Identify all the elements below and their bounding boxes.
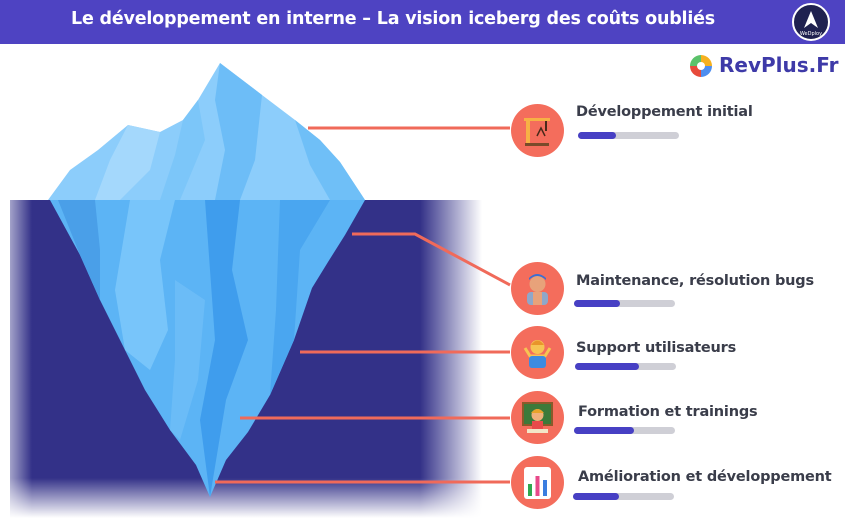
- item-label-improvement: Amélioration et développement: [578, 469, 832, 485]
- teacher-icon: [511, 391, 564, 444]
- level-fill-development: [578, 132, 617, 139]
- level-bar-support: [575, 363, 676, 370]
- wedploy-logo-text: WeDploy: [799, 31, 823, 37]
- iceberg-underwater: [50, 200, 365, 497]
- level-bar-training: [574, 427, 675, 434]
- level-fill-support: [575, 363, 639, 370]
- arrow-up-icon: [804, 11, 818, 28]
- connector-lines: [215, 126, 511, 484]
- item-label-support: Support utilisateurs: [576, 340, 737, 356]
- mechanic-icon: [511, 262, 564, 315]
- brand-name: RevPlus.Fr: [719, 53, 839, 77]
- level-fill-training: [574, 427, 634, 434]
- brand-mark-icon: [690, 55, 712, 77]
- level-bar-improvement: [573, 493, 674, 500]
- iceberg-tip: [48, 63, 365, 200]
- crane-icon: [511, 104, 564, 157]
- item-label-maintenance: Maintenance, résolution bugs: [576, 273, 814, 289]
- level-bar-development: [578, 132, 679, 139]
- connector-line-2: [352, 232, 511, 287]
- bar-chart-icon: [511, 456, 564, 509]
- shrugging-person-icon: [511, 326, 564, 379]
- item-label-training: Formation et trainings: [578, 404, 758, 420]
- wedploy-logo: WeDploy: [792, 3, 830, 41]
- item-label-development: Développement initial: [576, 104, 753, 120]
- page-title: Le développement en interne – La vision …: [71, 9, 716, 29]
- header-bar: Le développement en interne – La vision …: [0, 0, 845, 44]
- level-fill-improvement: [573, 493, 620, 500]
- level-bar-maintenance: [574, 300, 675, 307]
- level-fill-maintenance: [574, 300, 621, 307]
